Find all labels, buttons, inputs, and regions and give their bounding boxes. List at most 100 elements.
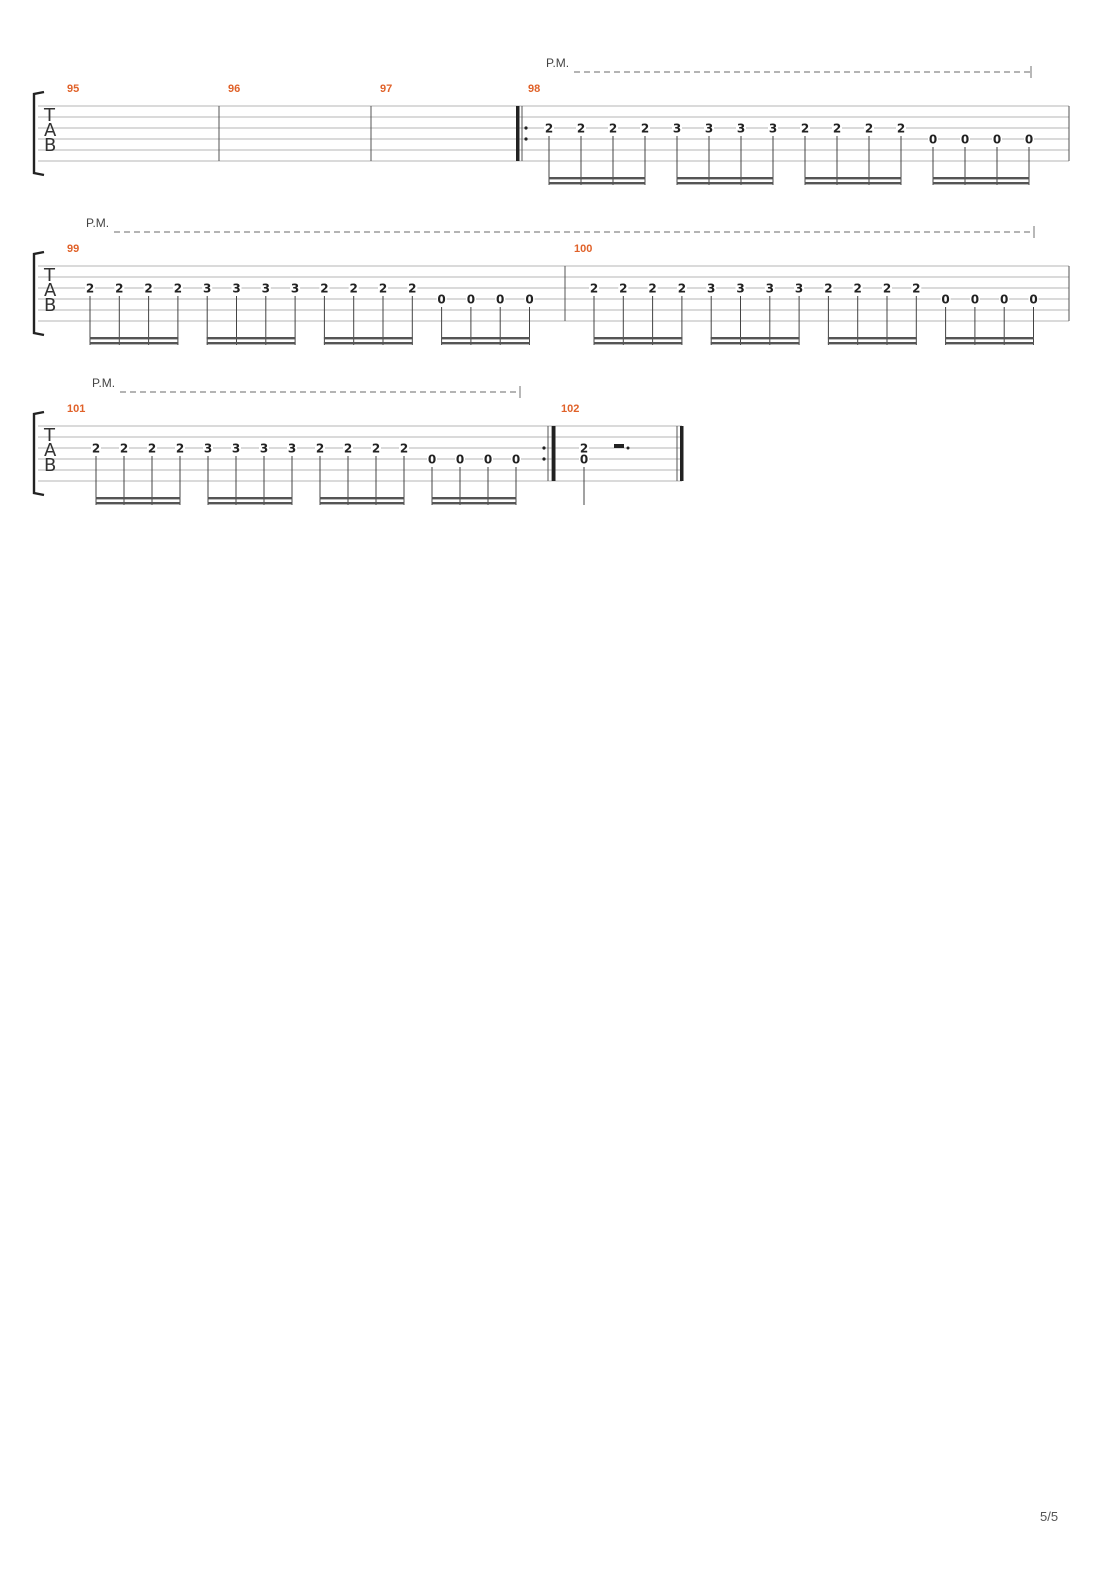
repeat-start-thick <box>516 106 520 161</box>
fret-knockout <box>483 453 493 465</box>
palm-mute-label: P.M. <box>546 56 569 70</box>
fret-knockout <box>147 442 157 454</box>
fret-number: 2 <box>865 122 873 136</box>
fret-knockout <box>319 282 330 294</box>
beam <box>676 182 774 185</box>
fret-knockout <box>589 282 599 294</box>
fret-number: 2 <box>833 122 841 136</box>
beam <box>441 337 530 340</box>
fret-number: 2 <box>372 442 380 456</box>
fret-knockout <box>969 293 980 305</box>
final-barline <box>680 426 684 481</box>
fret-number: 2 <box>678 282 686 296</box>
fret-knockout <box>794 282 805 294</box>
fret-knockout <box>832 122 842 134</box>
fret-number: 2 <box>344 442 352 456</box>
repeat-dot <box>542 446 546 450</box>
fret-knockout <box>119 442 129 454</box>
measure-number: 97 <box>380 83 392 95</box>
fret-knockout <box>544 122 554 134</box>
fret-number: 2 <box>824 282 832 296</box>
rest-dot <box>626 446 630 450</box>
fret-number: 0 <box>512 453 520 467</box>
fret-number: 0 <box>496 293 504 307</box>
fret-number: 2 <box>641 122 649 136</box>
fret-number: 0 <box>941 293 949 307</box>
tab-clef-letter: B <box>44 455 56 476</box>
fret-number: 0 <box>971 293 979 307</box>
fret-number: 2 <box>174 282 182 296</box>
beam <box>206 337 296 340</box>
beam <box>431 497 517 500</box>
fret-knockout <box>882 282 892 294</box>
fret-knockout <box>736 122 746 134</box>
system-bracket <box>32 250 45 337</box>
fret-knockout <box>1024 133 1034 145</box>
fret-number: 2 <box>320 282 328 296</box>
palm-mute-label: P.M. <box>86 216 109 230</box>
fret-knockout <box>823 282 834 294</box>
repeat-end-thick <box>552 426 556 481</box>
fret-knockout <box>495 293 506 305</box>
beam <box>945 337 1034 340</box>
fret-number: 2 <box>148 442 156 456</box>
fret-knockout <box>85 282 95 294</box>
fret-number: 0 <box>1029 293 1037 307</box>
beam <box>710 342 800 345</box>
fret-number: 3 <box>673 122 681 136</box>
tab-clef-letter: A <box>44 440 57 461</box>
tab-clef-letter: B <box>44 295 56 316</box>
tab-clef-letter: T <box>43 265 56 286</box>
fret-knockout <box>706 282 717 294</box>
fret-knockout <box>315 442 325 454</box>
fret-number: 0 <box>484 453 492 467</box>
beam <box>827 337 917 340</box>
fret-knockout <box>175 442 185 454</box>
fret-number: 2 <box>854 282 862 296</box>
fret-number: 3 <box>203 282 211 296</box>
fret-number: 2 <box>350 282 358 296</box>
fret-knockout <box>579 453 589 465</box>
fret-number: 0 <box>993 133 1001 147</box>
fret-knockout <box>960 133 970 145</box>
repeat-dot <box>542 457 546 461</box>
fret-number: 3 <box>262 282 270 296</box>
fret-number: 3 <box>260 442 268 456</box>
beam <box>431 502 517 505</box>
fret-knockout <box>800 122 810 134</box>
page-number: 5/5 <box>1040 1509 1059 1524</box>
fret-number: 3 <box>291 282 299 296</box>
fret-knockout <box>399 442 409 454</box>
beam <box>945 342 1034 345</box>
beam <box>89 342 179 345</box>
fret-knockout <box>231 442 241 454</box>
beam <box>319 497 405 500</box>
fret-number: 2 <box>176 442 184 456</box>
fret-number: 3 <box>707 282 715 296</box>
beam <box>207 502 293 505</box>
fret-number: 0 <box>456 453 464 467</box>
fret-knockout <box>640 122 650 134</box>
fret-knockout <box>618 282 629 294</box>
fret-knockout <box>579 442 589 454</box>
fret-knockout <box>378 282 388 294</box>
fret-knockout <box>436 293 447 305</box>
fret-knockout <box>1028 293 1039 305</box>
beam <box>319 502 405 505</box>
system-bracket <box>32 90 45 177</box>
fret-number: 2 <box>115 282 123 296</box>
fret-number: 0 <box>961 133 969 147</box>
beam <box>95 502 181 505</box>
repeat-dot <box>524 126 528 130</box>
fret-number: 2 <box>92 442 100 456</box>
fret-number: 2 <box>577 122 585 136</box>
fret-knockout <box>608 122 618 134</box>
fret-number: 2 <box>801 122 809 136</box>
fret-knockout <box>203 442 213 454</box>
fret-number: 0 <box>929 133 937 147</box>
fret-knockout <box>676 282 687 294</box>
